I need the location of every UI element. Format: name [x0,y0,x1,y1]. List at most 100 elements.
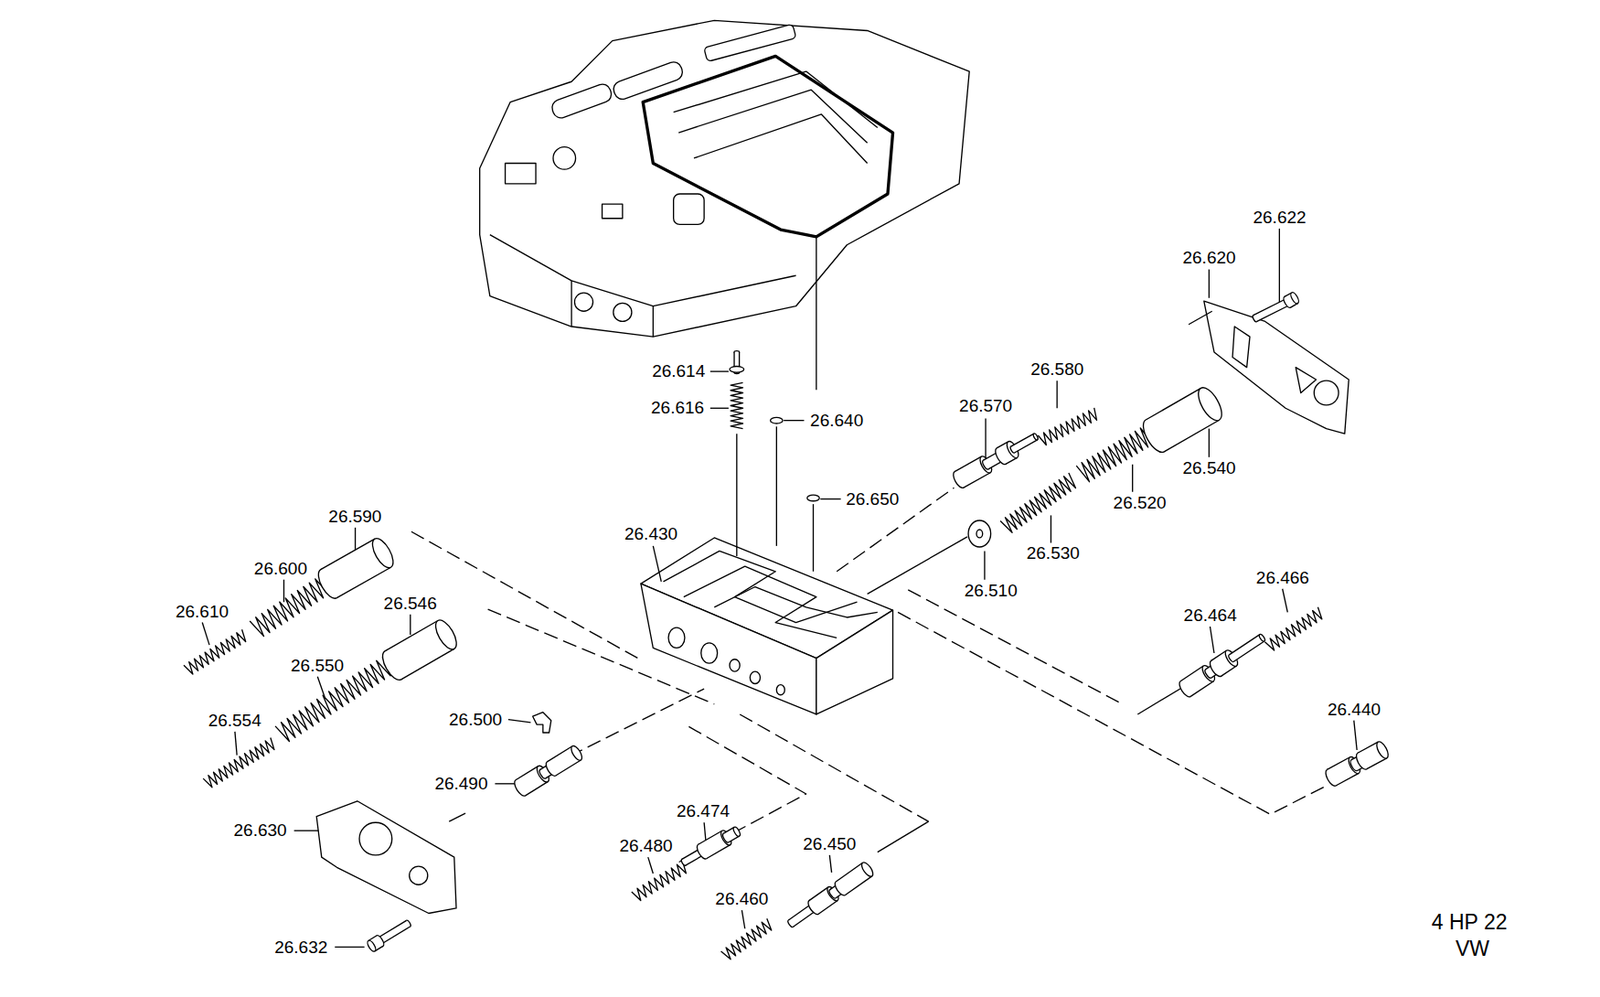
callout-number: 26.622 [1250,207,1308,227]
valve-spool [732,825,742,837]
callout-number: 26.450 [800,834,858,854]
spring [1264,607,1322,651]
leader-line [294,829,320,831]
valve-spool [788,903,811,920]
sleeve [1145,387,1201,420]
spring [1000,472,1076,533]
sleeve [320,538,375,569]
valve-spool [1014,439,1038,453]
callout-number: 26.600 [252,558,310,578]
valve-spool [1180,665,1204,682]
callout-number: 26.466 [1254,567,1312,587]
seal-ring [770,416,783,424]
valve-spool [723,826,735,833]
leader-line [983,550,985,579]
valve-spool [698,830,723,844]
sleeve [1194,384,1227,425]
valve-spool [859,860,875,878]
leader-line [1282,588,1289,613]
model-label: VW [1453,937,1492,960]
callout-number: 26.520 [1111,493,1169,513]
valve-spool [1233,640,1264,662]
callout-number: 26.632 [272,937,330,957]
cover-plate [316,800,457,914]
leader-line [710,407,729,409]
bore [776,684,785,695]
callout-number: 26.546 [382,593,439,613]
leader-line [354,527,356,552]
sleeve [431,616,461,652]
callout-number: 26.650 [843,489,901,509]
leader-line [1354,720,1357,750]
valve-spool [1357,741,1378,753]
valve-spool [1032,432,1039,441]
valve-spool [809,886,829,901]
callout-number: 26.460 [713,889,770,909]
valve-spool [793,910,817,928]
callout-number: 26.510 [962,581,1020,601]
valve-spool [1258,632,1266,642]
valve-spool [1005,457,1018,464]
callout-number: 26.580 [1028,360,1086,380]
spring [249,575,330,637]
dashed-line [739,714,928,822]
leader-line [741,909,745,928]
valve-spool [1228,634,1264,662]
valve-spool [1211,650,1227,661]
valve-spool [835,862,863,882]
clip [533,712,552,733]
callout-number: 26.570 [957,396,1014,416]
spring [721,917,772,960]
center-line [448,812,466,822]
bore [749,671,760,683]
leader-line [710,370,729,372]
highlight-outline [642,55,893,236]
channel [663,550,858,622]
valve-spool [818,899,838,914]
body-edge [490,234,797,307]
plate-hole [1313,380,1339,406]
valve-spool [1011,433,1035,447]
callout-number: 26.610 [173,601,231,621]
spring [1037,407,1097,446]
body-detail [602,203,623,219]
bolt [377,919,406,938]
leader-line [1131,464,1133,492]
callout-number: 26.590 [326,506,384,526]
valve-spool [1365,757,1387,769]
sleeve [401,648,455,679]
bore [701,642,718,663]
valve-spool [954,456,982,471]
channel [693,114,868,164]
channel [678,89,867,143]
bore [729,659,740,672]
valve-body-upper [480,20,971,337]
callout-number: 26.616 [649,398,706,418]
solenoid [549,82,614,121]
washer [968,520,992,547]
body-detail [574,292,593,311]
callout-number: 26.430 [622,523,680,544]
callout-number: 26.480 [617,836,674,856]
bolt [1253,298,1290,322]
dashed-line [836,487,954,571]
leader-line [1050,514,1052,543]
center-line [776,426,778,546]
plate-hole [359,821,393,855]
callout-number: 26.554 [206,710,264,730]
model-label: 4 HP 22 [1429,910,1510,934]
leader-line [508,719,532,723]
leader-line [815,236,817,390]
leader-line [202,622,210,646]
callout-number: 26.630 [232,821,289,841]
dashed-line [907,589,1122,704]
valve-spool [1221,665,1238,676]
valve-spool [728,835,740,843]
leader-line [409,614,411,635]
channel [683,565,837,638]
bore [668,627,685,648]
solenoid [611,59,685,102]
sleeve [1163,419,1219,452]
